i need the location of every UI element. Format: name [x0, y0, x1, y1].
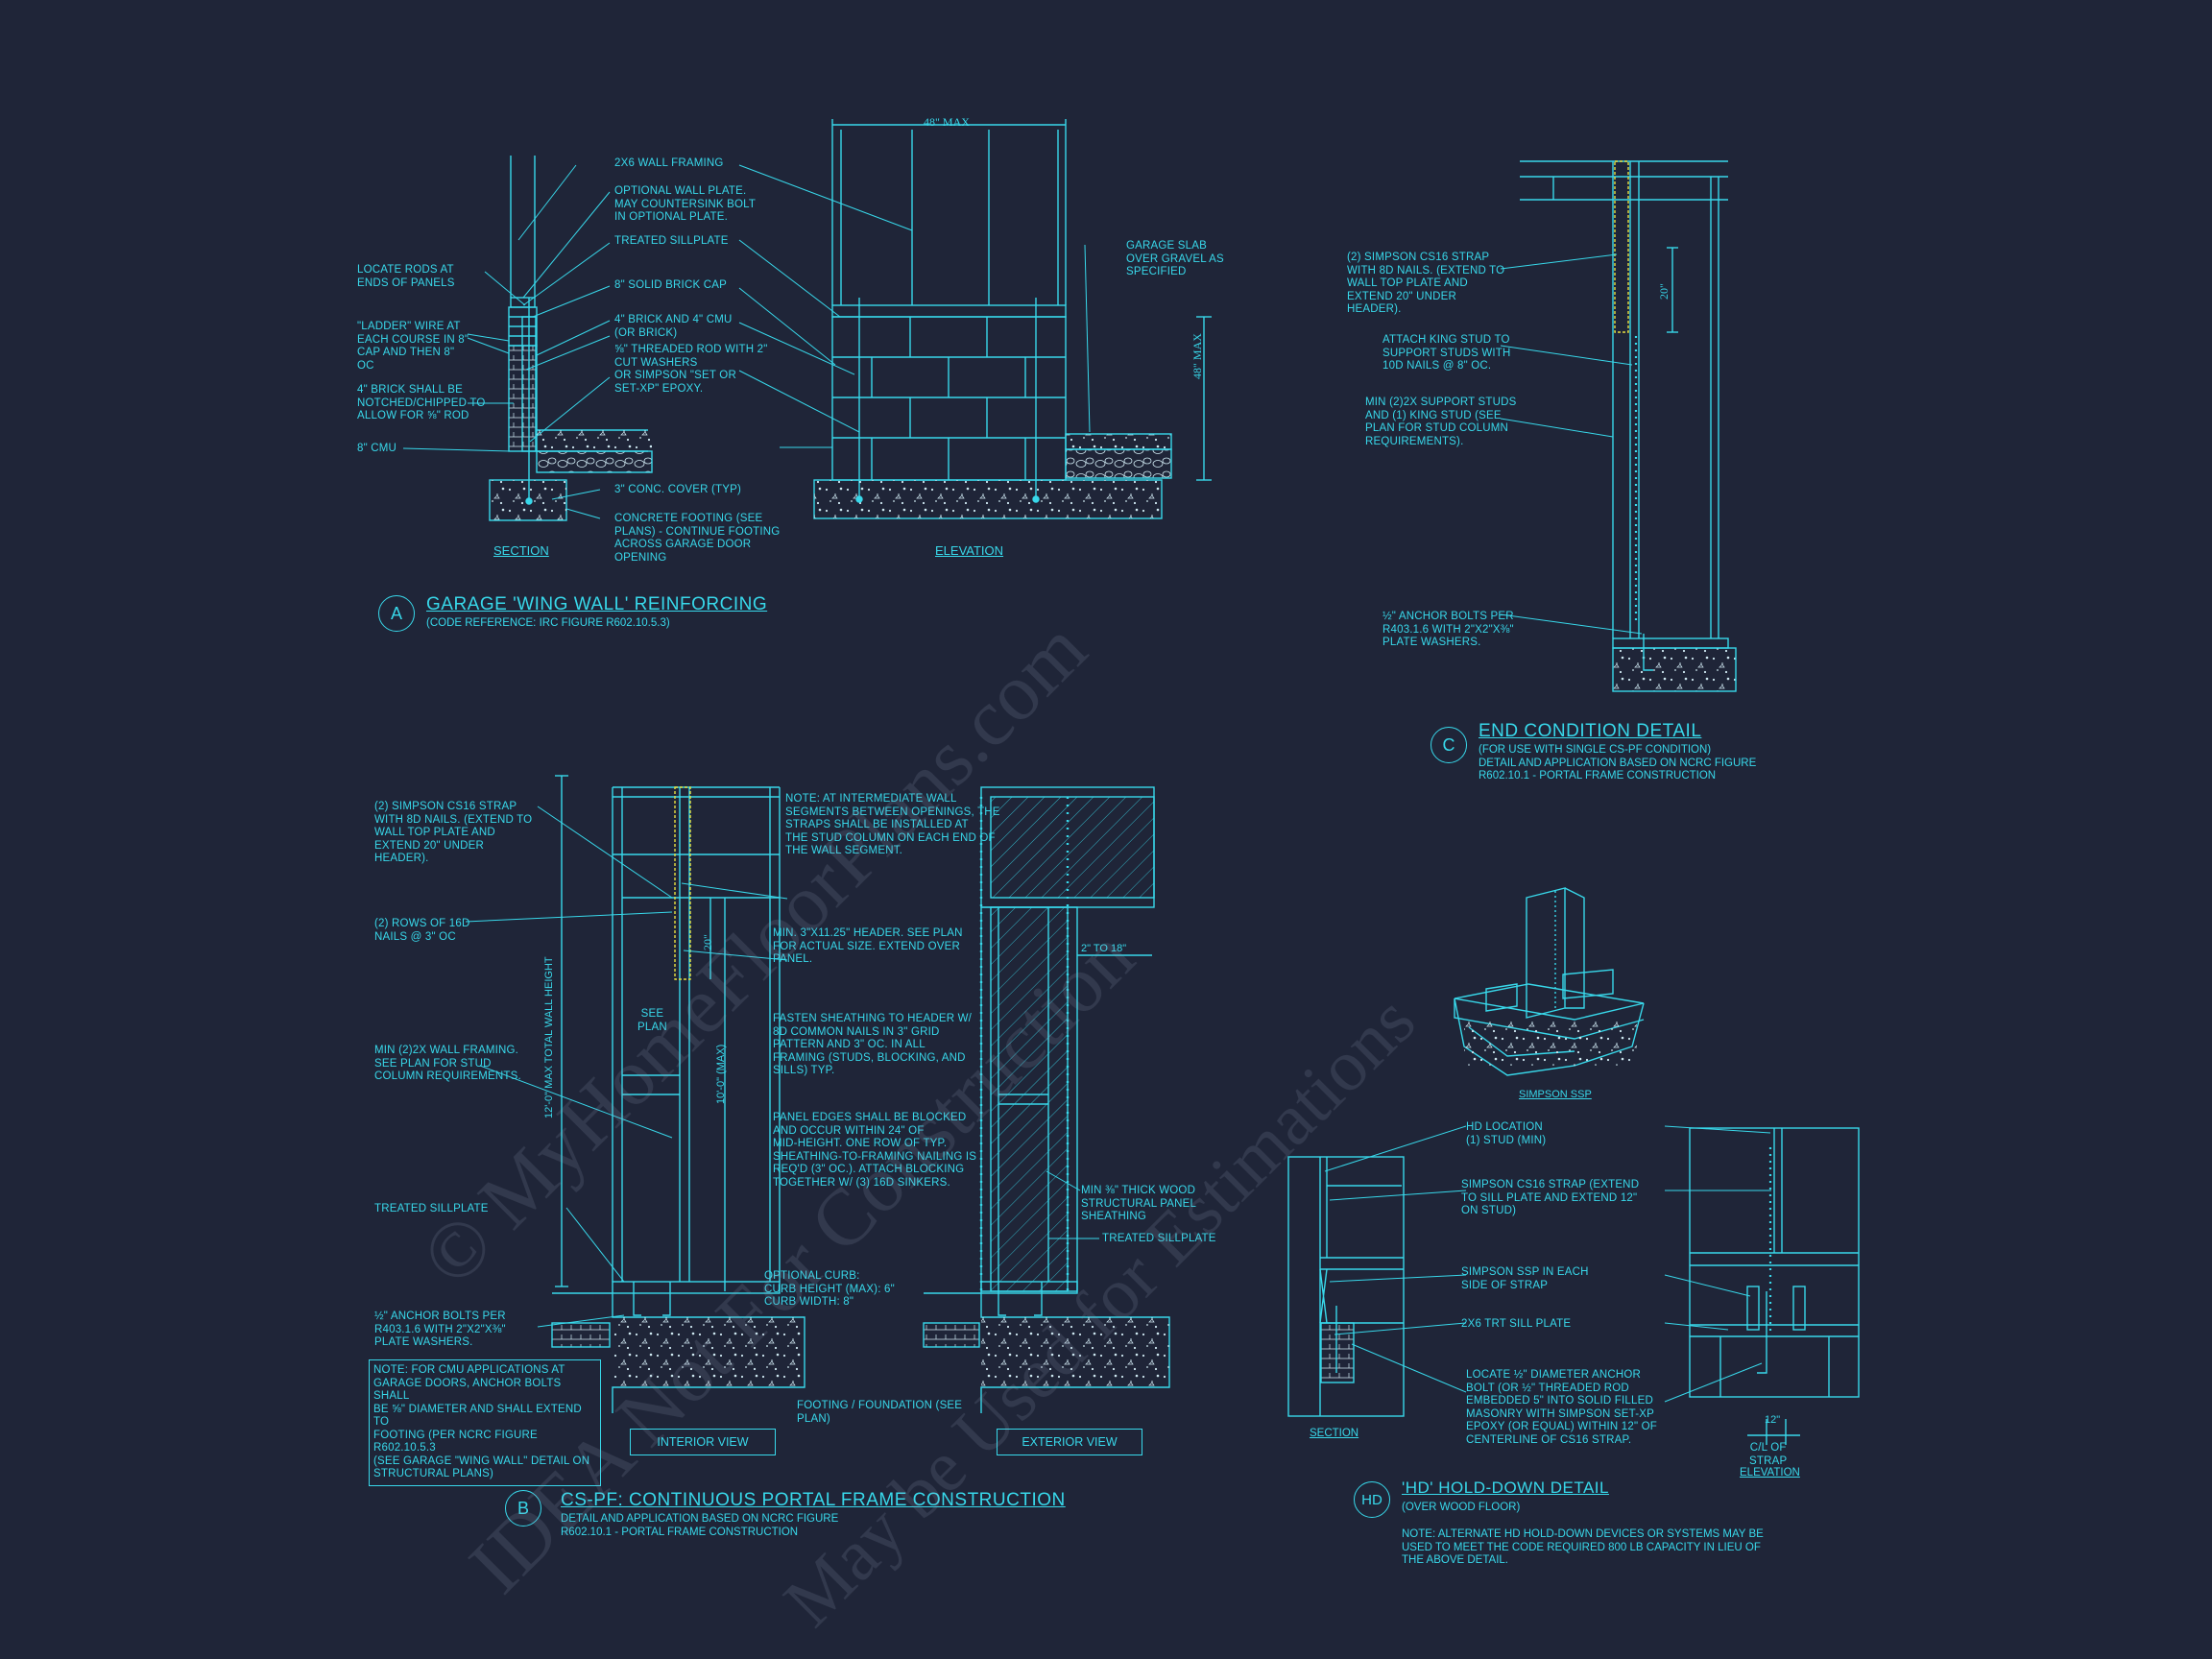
detail-b-interior: [465, 775, 805, 1413]
a-note-footing: Concrete footing (see plans) - continue …: [614, 513, 781, 564]
b-interior-view-label: Interior View: [630, 1429, 776, 1455]
hd-note-sill: 2x6 trt sill plate: [1461, 1318, 1572, 1330]
b-subtitle: Detail and application based on NCRC fig…: [561, 1513, 839, 1538]
a-elevation-label: Elevation: [935, 543, 1004, 558]
a-note-garage-slab: Garage slab over gravel as specified: [1126, 240, 1224, 277]
a-note-locate-rods: Locate rods at ends of panels: [357, 264, 455, 289]
hd-dim-strap: 12": [1765, 1414, 1781, 1426]
a-subtitle: (Code Reference: IRC Figure R602.10.5.3): [426, 617, 670, 629]
b-see-plan: See Plan: [637, 1008, 667, 1033]
c-detail-bubble: C: [1431, 727, 1467, 763]
b-note-anchor-bolts: ½" anchor bolts per R403.1.6 with 2"x2"x…: [374, 1310, 506, 1348]
detail-c-end-condition: [1500, 160, 1737, 692]
simpson-ssp-iso: [1454, 887, 1645, 1076]
hd-note-location: HD location (1) stud (min): [1466, 1121, 1547, 1146]
a-note-wall-plate: Optional wall plate. May countersink bol…: [614, 185, 757, 223]
a-dim-width: 48" MAX: [924, 115, 970, 129]
b-title: CS-PF: Continuous Portal Frame Construct…: [561, 1490, 1066, 1510]
hd-subtitle: (Over wood floor): [1402, 1502, 1521, 1513]
a-section-label: Section: [493, 543, 549, 558]
b-dim-header: 20": [701, 934, 714, 950]
b-note-intermediate: Note: At intermediate wall segments betw…: [785, 793, 1000, 856]
b-note-curb: Optional curb: curb height (max): 6" cur…: [764, 1270, 895, 1308]
hd-note-strap: Simpson CS16 strap (extend to sill plate…: [1461, 1179, 1640, 1216]
detail-hd-elevation: [1664, 1125, 1860, 1445]
c-note-support-studs: Min (2)2x support studs and (1) king stu…: [1365, 397, 1517, 447]
a-note-brick-cap: 8" solid brick cap: [614, 279, 727, 291]
b-note-wall-framing: Min (2)2x wall framing. See plan for stu…: [374, 1045, 521, 1082]
a-dim-height: 48" MAX: [1190, 333, 1204, 379]
b-note-sillplate: Treated sillplate: [374, 1203, 489, 1214]
b-exterior-view-label: Exterior View: [997, 1429, 1142, 1455]
detail-a-leaders: [402, 164, 1091, 519]
hd-section-label: Section: [1310, 1428, 1359, 1439]
b-note-sheathing: Min ⅜" thick wood structural panel sheat…: [1081, 1185, 1197, 1222]
c-subtitle: (For use with single CS-PF condition) De…: [1479, 744, 1757, 781]
c-dim-strap: 20": [1657, 283, 1671, 300]
b-detail-bubble: B: [505, 1490, 541, 1527]
b-note-footing: Footing / foundation (see plan): [797, 1400, 963, 1425]
detail-b-exterior: [923, 786, 1170, 1413]
b-note-header: Min. 3"x11.25" header. See plan for actu…: [773, 927, 963, 965]
b-dim-total: 12'-0" MAX TOTAL WALL HEIGHT: [543, 956, 555, 1118]
a-note-ladder-wire: "Ladder" wire at each course in 8" cap a…: [357, 321, 469, 372]
b-note-nails: (2) rows of 16d nails @ 3" oc: [374, 918, 470, 943]
hd-title: 'HD' Hold-Down Detail: [1402, 1479, 1609, 1497]
hd-note-anchor: Locate ½" diameter anchor bolt (or ½" th…: [1466, 1369, 1658, 1446]
hd-elevation-label: Elevation: [1740, 1467, 1800, 1479]
a-title: Garage 'Wing Wall' Reinforcing: [426, 594, 768, 614]
a-note-brick-cmu: 4" brick and 4" CMU (or brick): [614, 314, 733, 339]
b-note-panel-edges: Panel edges shall be blocked and occur w…: [773, 1112, 977, 1189]
a-detail-bubble: A: [378, 595, 415, 632]
hd-note-ssp: Simpson SSP in each side of strap: [1461, 1266, 1589, 1291]
hd-detail-bubble: HD: [1354, 1481, 1390, 1518]
c-title: End Condition Detail: [1479, 721, 1702, 741]
hd-cl-label: C/L of strap: [1749, 1442, 1788, 1467]
a-note-threaded-rod: ⅝" threaded rod with 2" cut washers or S…: [614, 344, 768, 395]
b-note-ext-sillplate: Treated sillplate: [1102, 1233, 1216, 1244]
a-note-cmu: 8" CMU: [357, 443, 397, 454]
b-note-fasten: Fasten sheathing to header w/ 8d common …: [773, 1013, 973, 1076]
detail-a-section: [489, 156, 653, 521]
hd-note: Note: Alternate HD hold-down devices or …: [1402, 1528, 1764, 1566]
detail-hd-section: [1287, 1125, 1467, 1417]
b-note-strap: (2) Simpson CS16 strap with 8d nails. (E…: [374, 801, 533, 864]
b-boxed-note: Note: For CMU applications at garage doo…: [369, 1359, 601, 1486]
detail-a-elevation: [813, 119, 1212, 519]
b-dim-sheath: 2" TO 18": [1081, 943, 1127, 954]
a-note-framing: 2x6 wall framing: [614, 157, 724, 169]
c-note-king-stud: Attach king stud to support studs with 1…: [1382, 334, 1511, 372]
ssp-label: Simpson SSP: [1519, 1089, 1592, 1100]
a-note-conc-cover: 3" conc. cover (typ): [614, 484, 742, 495]
a-note-brick-notched: 4" brick shall be notched/chipped to all…: [357, 384, 486, 421]
b-dim-wall: 10'-0" (MAX): [715, 1044, 727, 1104]
c-note-strap: (2) Simpson CS16 strap with 8d nails. (E…: [1347, 252, 1505, 315]
c-note-anchor-bolts: ½" anchor bolts per R403.1.6 with 2"x2"x…: [1382, 611, 1514, 648]
a-note-sillplate: Treated sillplate: [614, 235, 729, 247]
